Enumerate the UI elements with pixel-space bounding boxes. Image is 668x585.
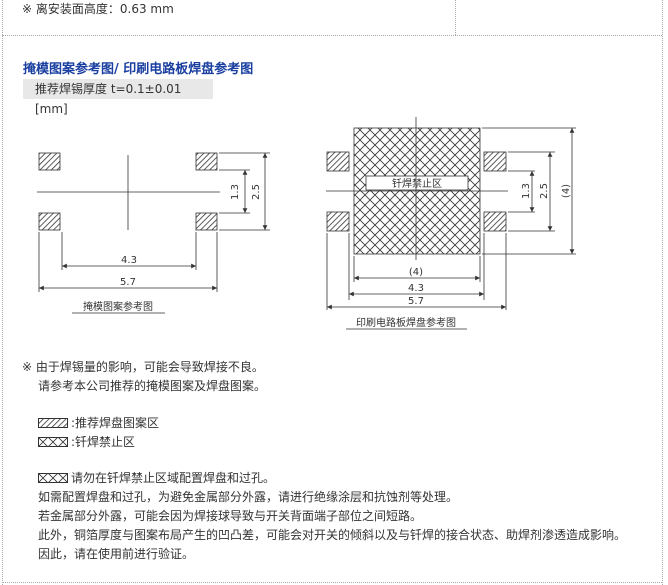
pad [38,212,61,231]
pad [326,151,350,172]
mask-pattern-caption: 掩模图案参考图 [83,300,153,313]
legend-keepout-label: :钎焊禁止区 [71,435,136,449]
note-p3: 此外，铜箔厚度与图案布局产生的凹凸差，可能会对开关的倾斜以及与钎焊的接合状态、助… [38,528,627,542]
dim-height-outer: 2.5 [251,184,262,200]
border-left [2,0,3,585]
note-line1: ※ 由于焊锡量的影响，可能会导致焊接不良。 [22,360,264,374]
row-divider [2,35,662,36]
dim-height-outer: 2.5 [539,183,550,199]
cross-hatch-swatch-icon [38,437,68,447]
pad [38,152,61,171]
dim-height-inner: 1.3 [230,184,241,200]
pcb-pad-caption: 印刷电路板焊盘参考图 [356,316,456,329]
dim-keepout-width: (4) [409,267,423,278]
land-pattern-diagrams: 4.3 5.7 1.3 2.5 掩模图案参考图 [37,117,576,330]
solder-thickness-label: 推荐焊锡厚度 t=0.1±0.01 [mm] [23,79,213,116]
dim-keepout-height: (4) [561,184,572,198]
legend-keepout: :钎焊禁止区 [38,432,135,452]
dim-width-inner: 4.3 [121,255,137,266]
pad [483,211,507,232]
warning-text: 请勿在钎焊禁止区域配置焊盘和过孔。 [71,471,276,485]
pad [483,151,507,172]
note-p2: 若金属部分外露，可能会因为焊接球导致与开关背面端子部位之间短路。 [38,509,423,523]
dim-height-inner: 1.3 [521,183,532,199]
note-line2: 请参考本公司推荐的掩模图案及焊盘图案。 [38,379,267,393]
pcb-pad-diagram [326,117,576,330]
warning-line: 请勿在钎焊禁止区域配置焊盘和过孔。 [38,468,275,488]
note-p1: 如需配置焊盘和过孔，为避免金属部分外露，请进行绝缘涂层和抗蚀剂等处理。 [38,490,459,504]
cell-divider [455,0,456,35]
border-right [662,0,663,585]
note-p4: 因此，请在使用前进行验证。 [38,547,195,561]
legend-pad: :推荐焊盘图案区 [38,413,159,433]
pad [195,212,218,231]
legend-pad-label: :推荐焊盘图案区 [71,416,160,430]
dim-width-outer: 5.7 [408,296,424,307]
section-title: 掩模图案参考图/ 印刷电路板焊盘参考图 [23,62,254,77]
dim-width-outer: 5.7 [120,277,136,288]
border-bottom [2,582,662,583]
pad [326,211,350,232]
keepout-label: 钎焊禁止区 [392,178,442,190]
mount-height-note: ※ 离安装面高度：0.63 mm [22,2,174,16]
cross-hatch-swatch-icon [38,473,68,483]
pad [195,152,218,171]
mask-pattern-diagram [37,152,270,314]
diagonal-hatch-swatch-icon [38,418,68,428]
dim-width-inner: 4.3 [408,283,424,294]
